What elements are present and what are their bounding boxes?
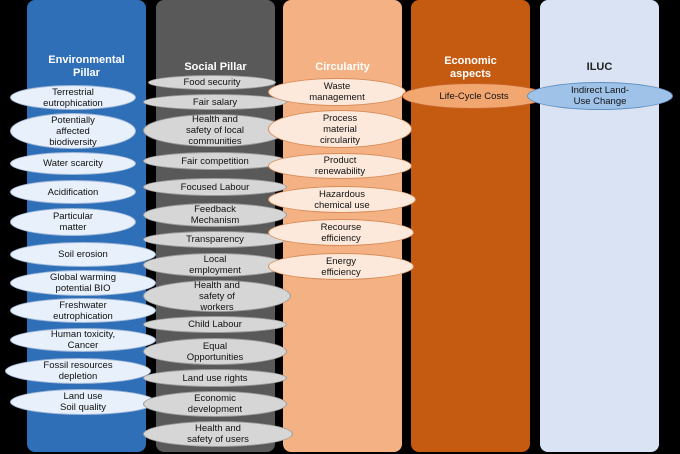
env-item-fossil-resources: Fossil resources depletion — [5, 358, 151, 384]
social-item-local-employment: Local employment — [143, 253, 287, 277]
iluc-item-indirect-land-use-change: Indirect Land- Use Change — [527, 82, 673, 110]
env-item-acidification: Acidification — [10, 180, 136, 204]
circularity-item-process-material: Process material circularity — [268, 110, 412, 148]
circularity-item-product-renewability: Product renewability — [268, 153, 412, 179]
social-item-child-labour: Child Labour — [143, 316, 287, 333]
economic-pillar: Economic aspects — [411, 0, 530, 452]
env-item-soil-erosion: Soil erosion — [10, 242, 156, 267]
env-item-particular-matter: Particular matter — [10, 208, 136, 236]
economic-item-life-cycle-costs: Life-Cycle Costs — [402, 83, 546, 109]
social-item-feedback-mechanism: Feedback Mechanism — [143, 203, 287, 227]
env-item-affected-biodiversity: Potentially affected biodiversity — [10, 113, 136, 149]
env-item-terrestrial-eutrophication: Terrestrial eutrophication — [10, 85, 136, 110]
social-item-health-safety-communities: Health and safety of local communities — [143, 114, 287, 147]
env-item-freshwater-eutrophication: Freshwater eutrophication — [10, 298, 156, 323]
social-item-fair-competition: Fair competition — [143, 152, 287, 170]
social-item-food-security: Food security — [148, 75, 276, 90]
social-item-economic-development: Economic development — [143, 391, 287, 417]
social-item-health-safety-workers: Health and safety of workers — [143, 280, 291, 313]
circularity-pillar-title: Circularity — [315, 61, 370, 73]
social-item-land-use-rights: Land use rights — [143, 369, 287, 387]
social-item-focused-labour: Focused Labour — [143, 178, 287, 196]
env-item-global-warming-bio: Global warming potential BIO — [10, 270, 156, 296]
circularity-item-waste-management: Waste management — [268, 78, 406, 106]
environmental-pillar-title: Environmental Pillar — [48, 54, 125, 79]
iluc-pillar-title: ILUC — [586, 61, 613, 73]
iluc-pillar: ILUC — [540, 0, 659, 452]
social-item-fair-salary: Fair salary — [143, 94, 287, 110]
social-pillar-title: Social Pillar — [184, 61, 247, 73]
env-item-human-toxicity: Human toxicity, Cancer — [10, 328, 156, 352]
circularity-item-energy-efficiency: Energy efficiency — [268, 253, 414, 280]
env-item-water-scarcity: Water scarcity — [10, 152, 136, 175]
social-item-health-safety-users: Health and safety of users — [143, 421, 293, 447]
economic-pillar-title: Economic aspects — [444, 55, 497, 80]
social-item-equal-opportunities: Equal Opportunities — [143, 338, 287, 365]
circularity-item-recourse-efficiency: Recourse efficiency — [268, 219, 414, 246]
social-item-transparency: Transparency — [143, 231, 287, 248]
circularity-item-hazardous-chemical: Hazardous chemical use — [268, 186, 416, 213]
env-item-land-use-soil: Land use Soil quality — [10, 389, 156, 415]
